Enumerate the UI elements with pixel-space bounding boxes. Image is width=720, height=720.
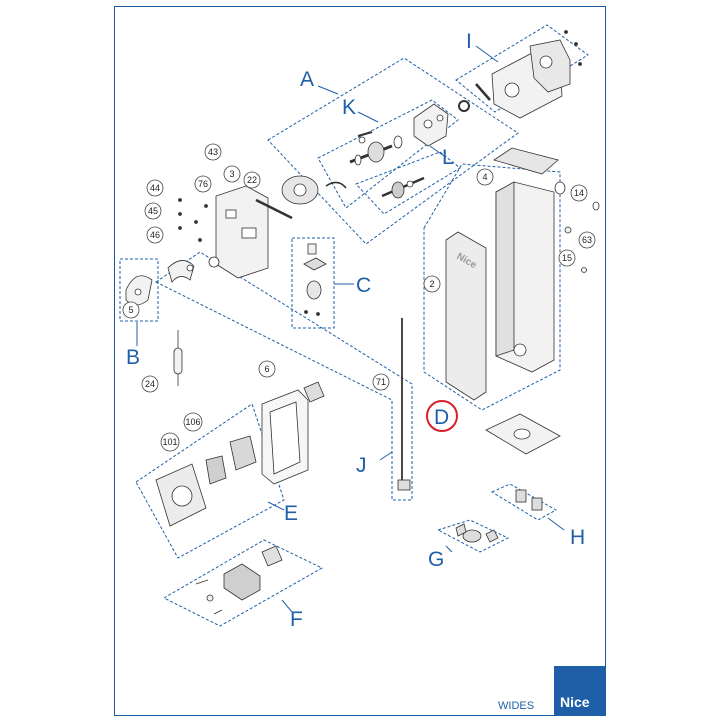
motor-cover-drawing <box>393 103 449 149</box>
callout-63-circle <box>578 231 596 249</box>
group-d-highlight <box>426 400 458 432</box>
leader-f <box>281 599 293 613</box>
pinion-gear-drawing <box>381 176 425 199</box>
leader-k <box>357 111 379 123</box>
group-label-f: F <box>290 608 303 631</box>
group-label-a: A <box>300 68 314 91</box>
limit-switch-drawing <box>303 243 327 316</box>
callout-24-circle <box>141 375 159 393</box>
leader-h <box>547 517 565 531</box>
callout-44-circle <box>146 179 164 197</box>
callout-5-circle <box>122 301 140 319</box>
brand-logo: Nice <box>554 666 606 716</box>
group-outline-a <box>267 57 519 245</box>
callout-76-label: 76 <box>198 179 208 189</box>
callout-14-circle <box>570 184 588 202</box>
leader-i <box>475 45 499 63</box>
callout-106-label: 106 <box>185 417 200 427</box>
callout-63-label: 63 <box>582 235 592 245</box>
drawing-frame <box>114 6 606 716</box>
group-label-g: G <box>428 548 444 571</box>
group-label-b: B <box>126 346 140 369</box>
leader-l <box>429 145 445 157</box>
callout-3-label: 3 <box>229 169 234 179</box>
group-outline-i <box>455 24 589 113</box>
plug-kit-drawing <box>455 523 499 543</box>
callout-4-label: 4 <box>482 172 487 182</box>
callout-101-circle <box>160 432 180 452</box>
group-outline-d <box>423 163 561 411</box>
cable-71-drawing <box>397 318 411 491</box>
callout-14-label: 14 <box>574 188 584 198</box>
group-label-d: D <box>434 406 449 429</box>
control-box-drawing <box>155 389 309 527</box>
callout-106-circle <box>183 412 203 432</box>
callout-15-label: 15 <box>562 253 572 263</box>
bracket-6-drawing <box>303 381 325 403</box>
group-label-e: E <box>284 502 298 525</box>
transformer-drawing <box>195 545 283 615</box>
callout-45-circle <box>144 202 162 220</box>
base-plate-drawing <box>485 413 561 455</box>
group-outline-h <box>490 483 558 521</box>
callout-71-label: 71 <box>376 377 386 387</box>
callout-6-label: 6 <box>264 364 269 374</box>
brand-logo-text: Nice <box>560 694 590 710</box>
group-outline-c <box>291 237 335 329</box>
callout-24-label: 24 <box>145 379 155 389</box>
group-outline-g <box>436 519 510 553</box>
callout-101-label: 101 <box>162 437 177 447</box>
callout-2-label: 2 <box>429 279 434 289</box>
leader-a <box>317 85 339 95</box>
group-label-k: K <box>342 96 356 119</box>
callout-2-circle <box>423 275 441 293</box>
gearbox-housing-drawing <box>458 30 582 119</box>
group-label-c: C <box>356 274 371 297</box>
callout-22-label: 22 <box>247 175 257 185</box>
callout-71-circle <box>372 373 390 391</box>
mounting-plate-drawing <box>178 185 293 279</box>
group-outline-e <box>135 403 285 559</box>
group-outline-k <box>317 99 459 209</box>
leader-e <box>267 501 285 511</box>
motor-flange-drawing <box>281 175 347 205</box>
callout-4-circle <box>476 168 494 186</box>
group-label-l: L <box>442 146 454 169</box>
callout-44-label: 44 <box>150 183 160 193</box>
release-lever-drawing <box>125 275 153 306</box>
callout-76-circle <box>194 175 212 193</box>
clip-kit-drawing <box>515 489 543 511</box>
leader-j <box>379 451 393 461</box>
release-bracket-drawing <box>167 260 195 283</box>
cabinet-door-drawing <box>445 231 487 401</box>
callout-15-circle <box>558 249 576 267</box>
group-label-i: I <box>466 30 472 53</box>
cabinet-body-drawing <box>495 181 555 373</box>
group-outline-l <box>355 151 461 215</box>
spring-drawing <box>173 330 183 386</box>
leader-g <box>445 545 453 553</box>
callout-22-circle <box>243 171 261 189</box>
group-label-j: J <box>356 454 367 477</box>
callout-5-label: 5 <box>128 305 133 315</box>
group-label-h: H <box>570 526 585 549</box>
cabinet-fasteners-drawing <box>554 181 600 273</box>
callout-3-circle <box>223 165 241 183</box>
callout-43-label: 43 <box>208 147 218 157</box>
cabinet-lid-drawing <box>493 147 559 175</box>
callout-46-circle <box>146 226 164 244</box>
drive-shaft-drawing <box>349 131 393 166</box>
callout-43-circle <box>204 143 222 161</box>
callout-46-label: 46 <box>150 230 160 240</box>
callout-45-label: 45 <box>148 206 158 216</box>
group-outline-f <box>162 539 324 627</box>
model-name: WIDES <box>498 700 535 712</box>
callout-6-circle <box>258 360 276 378</box>
